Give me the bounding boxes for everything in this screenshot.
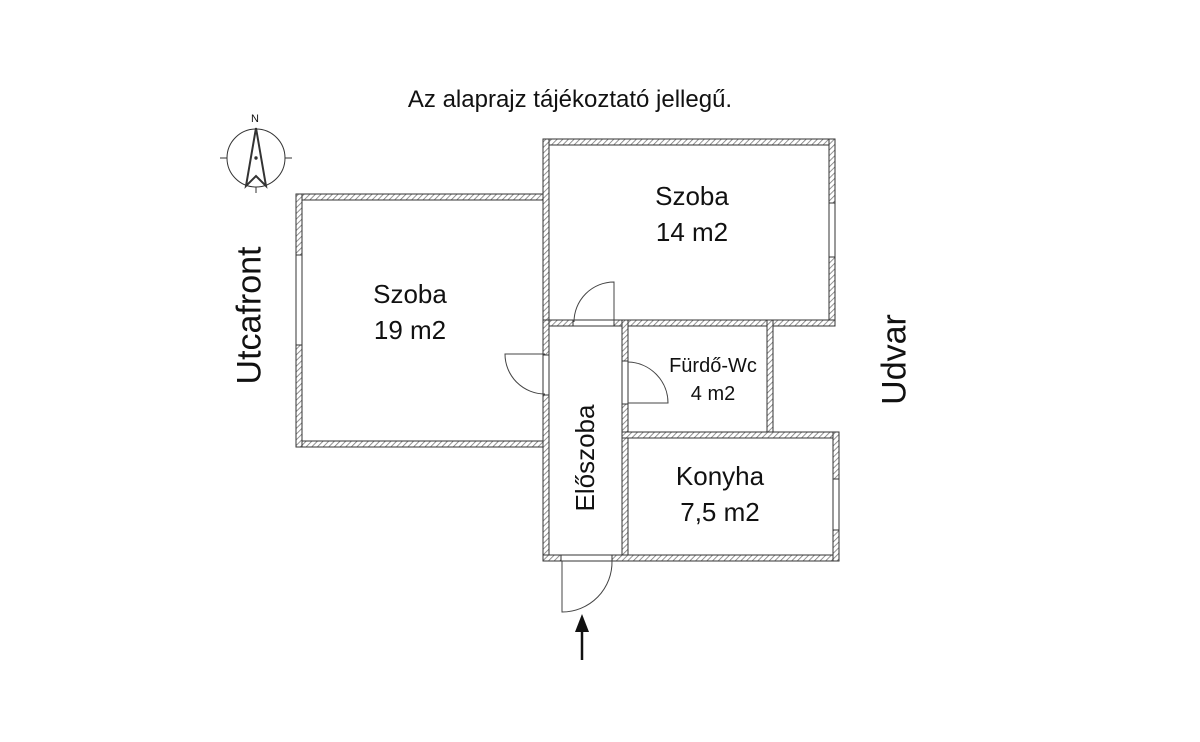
street-side-label: Utcafront — [230, 246, 269, 385]
door-gap-top — [572, 319, 615, 327]
door-gap-left — [542, 354, 550, 396]
room-name: Szoba — [655, 181, 729, 211]
door-gap-entrance — [560, 554, 613, 562]
window-kitchen — [832, 478, 840, 531]
room-area: 4 m2 — [690, 383, 736, 405]
disclaimer-note: Az alaprajz tájékoztató jellegű. — [407, 86, 733, 113]
compass-north-label: N — [251, 113, 259, 125]
entrance-arrow-icon — [575, 614, 589, 660]
room-area: 19 m2 — [373, 315, 447, 345]
room-name: Konyha — [675, 461, 765, 491]
room-name: Fürdő-Wc — [669, 355, 757, 377]
window-street — [295, 254, 303, 346]
openings — [295, 202, 840, 562]
window-top-room — [828, 202, 836, 258]
doors — [504, 281, 669, 613]
room-konyha: Konyha 7,5 m2 — [650, 458, 790, 530]
room-eloszoba: Előszoba — [570, 404, 600, 512]
room-szoba-14: Szoba 14 m2 — [622, 178, 762, 250]
compass — [220, 127, 292, 193]
room-szoba-19: Szoba 19 m2 — [340, 276, 480, 348]
room-name: Szoba — [373, 279, 447, 309]
room-furdo-wc: Fürdő-Wc 4 m2 — [648, 352, 778, 408]
room-area: 7,5 m2 — [680, 497, 760, 527]
room-area: 14 m2 — [655, 217, 729, 247]
door-gap-bath — [621, 360, 629, 405]
yard-side-label: Udvar — [875, 314, 914, 405]
